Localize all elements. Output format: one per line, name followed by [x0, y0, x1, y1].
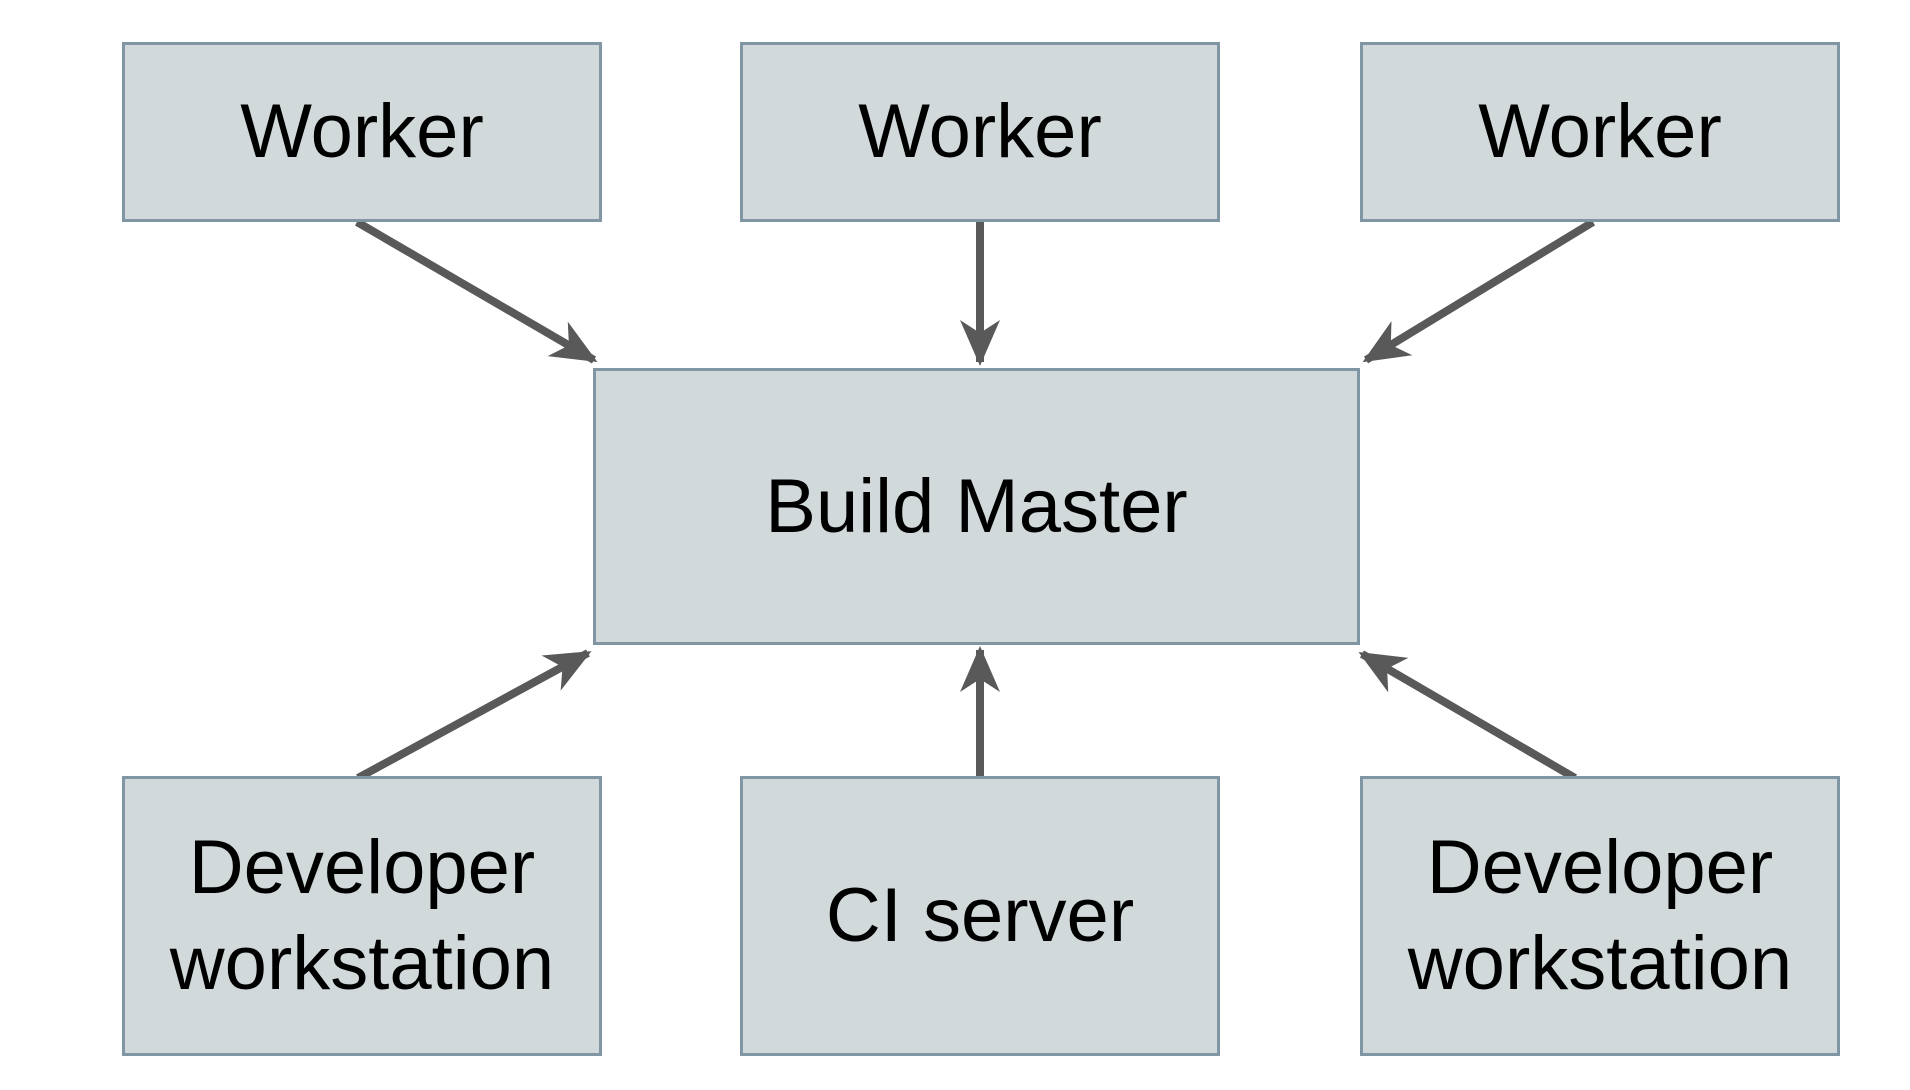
node-developer-workstation-right-label: Developer workstation	[1407, 825, 1793, 1006]
node-developer-workstation-left: Developer workstation	[122, 776, 602, 1056]
node-worker-3-label: Worker	[1478, 89, 1722, 175]
node-ci-server: CI server	[740, 776, 1220, 1056]
arrow-worker3-to-buildmaster	[1362, 218, 1596, 364]
node-ci-server-label: CI server	[825, 873, 1135, 959]
node-developer-workstation-right: Developer workstation	[1360, 776, 1840, 1056]
node-worker-2: Worker	[740, 42, 1220, 222]
node-developer-workstation-left-label: Developer workstation	[169, 825, 555, 1006]
arrow-devleft-to-buildmaster	[356, 649, 592, 782]
node-worker-1: Worker	[122, 42, 602, 222]
node-worker-3: Worker	[1360, 42, 1840, 222]
node-build-master: Build Master	[593, 368, 1360, 645]
node-worker-2-label: Worker	[858, 89, 1102, 175]
arrow-worker1-to-buildmaster	[354, 218, 598, 364]
node-worker-1-label: Worker	[240, 89, 484, 175]
node-build-master-label: Build Master	[765, 463, 1188, 549]
arrow-devright-to-buildmaster	[1358, 650, 1578, 782]
